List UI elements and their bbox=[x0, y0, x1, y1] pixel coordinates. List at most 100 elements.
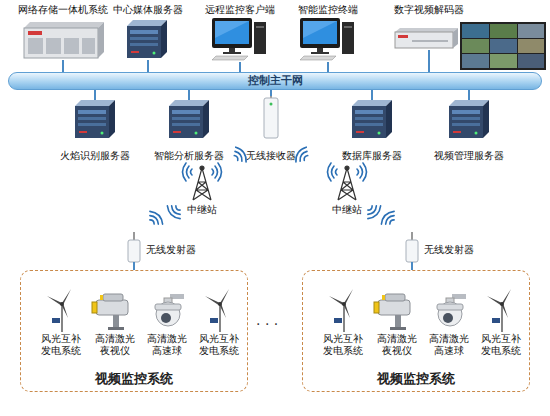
device-node: 远程监控客户端 bbox=[204, 4, 276, 62]
storage-icon bbox=[64, 38, 79, 54]
device-node: 数字视频解码器 bbox=[392, 4, 466, 50]
receiver-icon bbox=[270, 92, 272, 98]
device-illustration bbox=[352, 100, 392, 138]
network-link bbox=[428, 50, 430, 72]
device-node: 智能监控终端 bbox=[296, 4, 360, 62]
device-illustration bbox=[329, 289, 511, 332]
storage-icon bbox=[82, 38, 95, 54]
receiver-icon bbox=[264, 98, 278, 138]
device-illustration bbox=[328, 163, 338, 181]
device-illustration bbox=[183, 163, 193, 181]
field-device-node: 风光互补 发电系统 bbox=[37, 289, 85, 357]
device-illustration bbox=[379, 209, 398, 228]
network-link bbox=[133, 262, 135, 270]
decoder-icon bbox=[398, 35, 408, 38]
device-illustration bbox=[165, 202, 184, 221]
node-label: 视频管理服务器 bbox=[422, 150, 516, 162]
relay-node: 中继站 bbox=[180, 168, 224, 216]
node-label: 智能监控终端 bbox=[286, 4, 370, 16]
video-wall-icon bbox=[460, 22, 546, 70]
node-label: 中继站 bbox=[315, 204, 379, 216]
transmitter-icon bbox=[128, 232, 418, 262]
device-illustration bbox=[146, 209, 165, 228]
network-link bbox=[411, 262, 413, 270]
node-label: 中心媒体服务器 bbox=[102, 4, 194, 16]
node-label: 风光互补 发电系统 bbox=[37, 333, 85, 357]
decoder-icon bbox=[412, 40, 448, 42]
decoder-icon bbox=[453, 28, 458, 48]
node-label: 数据库服务器 bbox=[330, 150, 414, 162]
backbone-pipe: 控制主干网 bbox=[8, 72, 542, 90]
node-label: 中继站 bbox=[170, 204, 234, 216]
receiver-node: 无线接收器 bbox=[240, 96, 302, 162]
node-label: 风光互补 发电系统 bbox=[319, 333, 367, 357]
node-label: 无线发射器 bbox=[424, 244, 474, 256]
device-illustration bbox=[127, 20, 167, 58]
node-label: 无线发射器 bbox=[146, 244, 196, 256]
device-node: 网络存储一体机系统 bbox=[15, 4, 111, 60]
node-label: 控制主干网 bbox=[9, 73, 541, 89]
transmitter-icon bbox=[406, 240, 418, 262]
decoder-icon bbox=[395, 28, 458, 48]
device-illustration bbox=[169, 100, 209, 138]
node-label: 智能分析服务器 bbox=[142, 150, 236, 162]
network-link bbox=[62, 60, 64, 72]
receiver-icon bbox=[270, 103, 273, 106]
network-link bbox=[371, 90, 373, 100]
device-illustration bbox=[357, 163, 367, 181]
transmitter-icon bbox=[411, 232, 413, 240]
storage-icon bbox=[28, 38, 43, 54]
node-label: 火焰识别服务器 bbox=[48, 150, 142, 162]
video-wall-icon bbox=[490, 24, 517, 38]
node-label: 高清激光 高速球 bbox=[143, 333, 191, 357]
decoder-icon bbox=[395, 28, 458, 32]
field-device-node: 风光互补 发电系统 bbox=[477, 289, 525, 357]
storage-icon bbox=[98, 22, 104, 58]
field-device-node: 高清激光 夜视仪 bbox=[91, 289, 139, 357]
network-link bbox=[147, 60, 149, 72]
device-illustration bbox=[212, 163, 222, 181]
network-link bbox=[270, 90, 272, 96]
device-illustration bbox=[75, 100, 115, 138]
node-label: 高清激光 夜视仪 bbox=[91, 333, 139, 357]
device-illustration bbox=[193, 166, 211, 200]
receiver-icon bbox=[264, 92, 278, 138]
video-wall-icon bbox=[460, 22, 546, 70]
storage-icon bbox=[46, 38, 61, 54]
transmitter-icon bbox=[128, 240, 140, 262]
box-heading: 视频监控系统 bbox=[303, 371, 529, 386]
server-node: 火焰识别服务器 bbox=[58, 100, 132, 162]
storage-icon bbox=[28, 31, 42, 35]
node-label: 网络存储一体机系统 bbox=[5, 4, 121, 16]
relay-node: 中继站 bbox=[325, 168, 369, 216]
device-illustration bbox=[212, 18, 266, 60]
server-node: 视频管理服务器 bbox=[432, 100, 506, 162]
device-illustration bbox=[364, 202, 383, 221]
video-wall-icon bbox=[490, 39, 517, 53]
server-node: 数据库服务器 bbox=[340, 100, 404, 162]
decoder-icon bbox=[395, 32, 453, 48]
video-wall-icon bbox=[518, 24, 544, 38]
storage-icon bbox=[24, 28, 98, 58]
network-link bbox=[468, 90, 470, 100]
video-wall-icon bbox=[490, 54, 517, 68]
field-device-node: 高清激光 高速球 bbox=[143, 289, 191, 357]
field-device-node: 风光互补 发电系统 bbox=[319, 289, 367, 357]
field-device-node: 高清激光 夜视仪 bbox=[373, 289, 421, 357]
node-label: 高清激光 夜视仪 bbox=[373, 333, 421, 357]
ellipsis-label: · · · bbox=[256, 316, 278, 332]
transmitter-node: 无线发射器 bbox=[126, 232, 208, 262]
device-illustration bbox=[300, 18, 354, 60]
node-label: 风光互补 发电系统 bbox=[195, 333, 243, 357]
video-wall-icon bbox=[462, 39, 489, 53]
network-link bbox=[94, 90, 96, 100]
storage-icon bbox=[24, 22, 104, 58]
video-wall-icon bbox=[462, 24, 489, 38]
box-heading: 视频监控系统 bbox=[21, 371, 247, 386]
transmitter-node: 无线发射器 bbox=[404, 232, 486, 262]
device-illustration bbox=[47, 289, 229, 332]
video-wall-icon bbox=[518, 39, 544, 53]
device-node: 中心媒体服务器 bbox=[112, 4, 184, 60]
